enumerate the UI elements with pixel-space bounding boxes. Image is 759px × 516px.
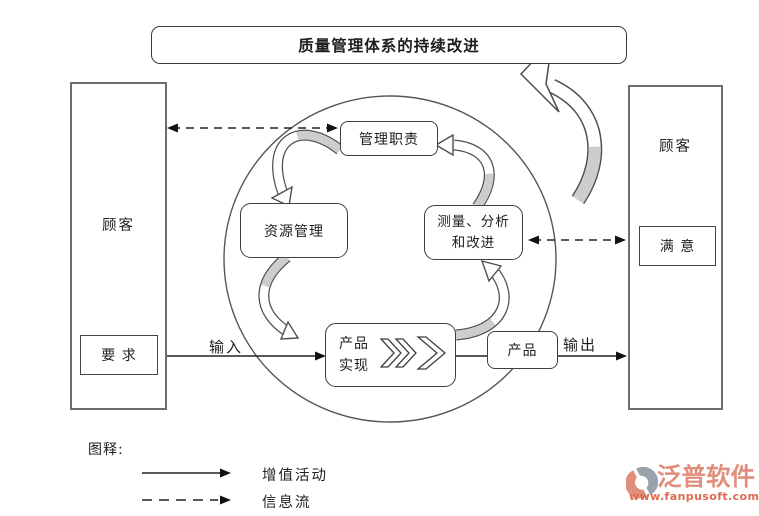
measurement-analysis-box: 测量、分析 和改进: [424, 205, 523, 260]
legend-solid-arrow-icon: [142, 468, 231, 478]
requirements-box: 要 求: [80, 335, 158, 375]
info-flow-right-dashed-line: [528, 235, 626, 245]
cycle-arrow-realization-to-measurement-icon: [455, 259, 510, 341]
satisfaction-box: 满 意: [639, 226, 716, 266]
product-realization-box: 产品 实现: [325, 323, 456, 387]
legend-solid-label: 增值活动: [262, 468, 328, 484]
arrowhead-left-icon: [167, 123, 178, 133]
banner-title: 质量管理体系的持续改进: [298, 37, 480, 55]
arrowhead-right-icon: [616, 351, 627, 361]
input-flow-line: [154, 351, 326, 361]
continual-improvement-arrow-icon: [519, 38, 603, 205]
arrowhead-left-icon: [528, 235, 539, 245]
brand-website-link[interactable]: www.fanpusoft.com: [629, 490, 759, 503]
product-box: 产品: [487, 331, 558, 369]
management-responsibility-box: 管理职责: [340, 121, 438, 156]
brand-name: 泛普软件: [657, 462, 755, 491]
customer-left-label: 顾客: [102, 218, 135, 234]
cycle-arrow-resource-to-realization-icon: [258, 252, 300, 340]
cycle-arrow-management-to-resource-icon: [270, 129, 344, 208]
measurement-analysis-text: 测量、分析 和改进: [437, 213, 510, 251]
arrowhead-right-icon: [315, 351, 326, 361]
customer-right-box: 顾客 满 意: [628, 85, 723, 410]
brand-logo: 泛普软件 www.fanpusoft.com: [626, 461, 759, 511]
output-flow-line: [456, 351, 627, 361]
continual-improvement-banner: 质量管理体系的持续改进: [151, 26, 627, 64]
product-realization-text: 产品 实现: [339, 335, 369, 374]
brand-mark-icon: [626, 466, 658, 499]
input-label: 输入: [208, 338, 243, 356]
legend-heading: 图释:: [88, 442, 124, 458]
customer-left-box: 顾客 要 求: [70, 82, 167, 410]
resource-management-box: 资源管理: [240, 203, 348, 258]
process-circle: [223, 95, 557, 423]
legend-dashed-label: 信息流: [262, 495, 312, 511]
arrowhead-right-icon: [327, 123, 338, 133]
arrowhead-right-icon: [615, 235, 626, 245]
info-flow-left-dashed-line: [167, 123, 338, 133]
cycle-arrow-measurement-to-management-icon: [434, 133, 495, 211]
legend-dashed-arrow-icon: [142, 495, 231, 505]
output-label: 输出: [563, 336, 598, 354]
chevron-flow-icon: [380, 336, 447, 370]
customer-right-label: 顾客: [659, 139, 692, 155]
